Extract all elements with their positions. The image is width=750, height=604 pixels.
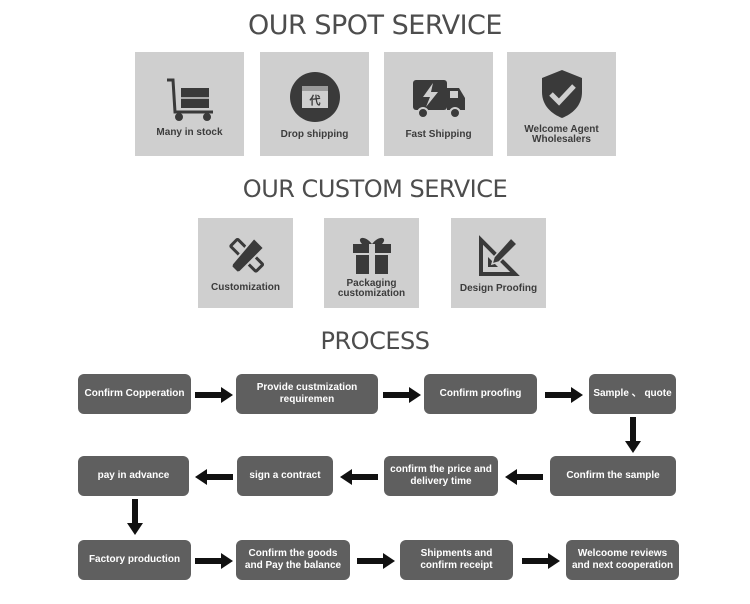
spot-card-label: Fast Shipping: [405, 129, 472, 140]
custom-card-label: Design Proofing: [459, 283, 538, 294]
spot-card-many-in-stock: Many in stock: [135, 52, 244, 156]
arrow-right-icon: [545, 387, 583, 403]
gift-box-icon: [324, 232, 419, 276]
arrow-right-icon: [522, 553, 560, 569]
arrow-down-icon: [127, 499, 143, 535]
custom-service-title: OUR CUSTOM SERVICE: [242, 175, 508, 203]
drop-shipping-badge: 代: [308, 93, 320, 107]
process-step-confirm-proofing: Confirm proofing: [424, 374, 537, 414]
spot-card-welcome-agent: Welcome Agent Wholesalers: [507, 52, 616, 156]
arrow-left-icon: [195, 469, 233, 485]
process-step-provide-customization: Provide custmization requiremen: [236, 374, 378, 414]
arrow-down-icon: [625, 417, 641, 453]
process-step-sign-contract: sign a contract: [237, 456, 333, 496]
arrow-right-icon: [383, 387, 421, 403]
arrow-left-icon: [505, 469, 543, 485]
process-step-confirm-sample: Confirm the sample: [550, 456, 676, 496]
drop-shipping-box-icon: 代: [260, 70, 369, 124]
process-step-confirm-cooperation: Confirm Copperation: [78, 374, 191, 414]
spot-card-label: Many in stock: [156, 127, 223, 138]
process-step-factory-production: Factory production: [78, 540, 191, 580]
pencil-ruler-icon: [198, 234, 293, 278]
drafting-triangle-icon: [451, 234, 546, 278]
spot-card-drop-shipping: 代 Drop shipping: [260, 52, 369, 156]
process-step-sample-quote: Sample 、 quote: [589, 374, 676, 414]
arrow-right-icon: [195, 387, 233, 403]
arrow-right-icon: [195, 553, 233, 569]
lightning-truck-icon: [384, 72, 493, 122]
process-step-confirm-goods: Confirm the goods and Pay the balance: [236, 540, 350, 580]
shield-check-icon: [507, 68, 616, 120]
custom-card-label: Customization: [211, 282, 280, 293]
arrow-right-icon: [357, 553, 395, 569]
custom-card-packaging: Packaging customization: [324, 218, 419, 308]
spot-service-title: OUR SPOT SERVICE: [248, 10, 502, 41]
process-step-confirm-price: confirm the price and delivery time: [384, 456, 498, 496]
spot-card-label: Drop shipping: [280, 129, 349, 140]
process-step-pay-in-advance: pay in advance: [78, 456, 189, 496]
custom-card-design-proofing: Design Proofing: [451, 218, 546, 308]
custom-card-customization: Customization: [198, 218, 293, 308]
process-title: PROCESS: [320, 327, 430, 355]
spot-card-label: Welcome Agent Wholesalers: [524, 124, 599, 145]
custom-card-label: Packaging customization: [337, 278, 406, 299]
process-step-shipments: Shipments and confirm receipt: [400, 540, 513, 580]
arrow-left-icon: [340, 469, 378, 485]
spot-card-fast-shipping: Fast Shipping: [384, 52, 493, 156]
hand-truck-icon: [135, 76, 244, 122]
process-step-welcome-reviews: Welcoome reviews and next cooperation: [566, 540, 679, 580]
